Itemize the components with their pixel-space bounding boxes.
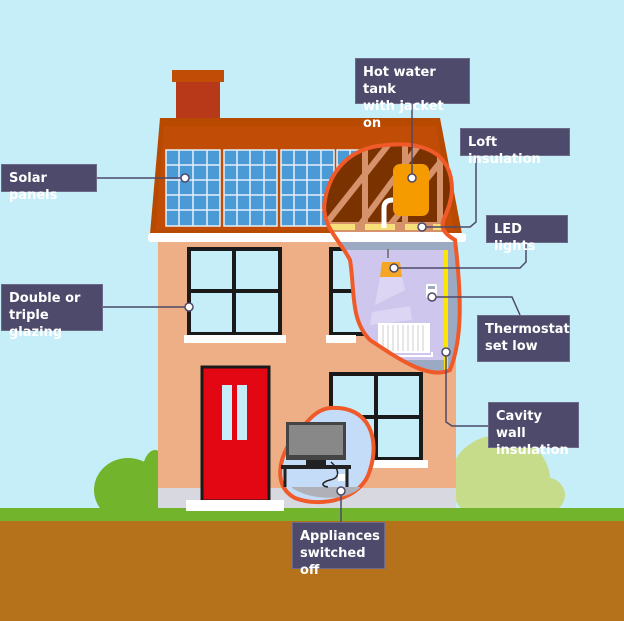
window-upper-left	[184, 247, 286, 343]
label-loft-insulation: Loft insulation	[460, 128, 570, 167]
leader-dots	[180, 173, 451, 496]
radiator	[378, 323, 430, 353]
label-thermostat: Thermostat set low	[477, 315, 570, 362]
label-solar-panels: Solar panels	[1, 164, 97, 203]
cutaway-highlight-outline	[322, 142, 462, 375]
label-appliances: Appliances switched off	[292, 522, 385, 578]
label-cavity-wall-insulation: Cavity wall insulation	[488, 402, 579, 458]
leader-lines	[96, 103, 527, 522]
label-led-lights: LED lights	[486, 215, 568, 254]
hot-water-tank	[393, 164, 429, 216]
power-socket	[338, 474, 345, 481]
grass	[0, 508, 624, 522]
label-glazing: Double or triple glazing	[1, 284, 103, 340]
label-hot-water-tank: Hot water tank with jacket on	[355, 58, 470, 131]
front-door	[186, 365, 284, 511]
